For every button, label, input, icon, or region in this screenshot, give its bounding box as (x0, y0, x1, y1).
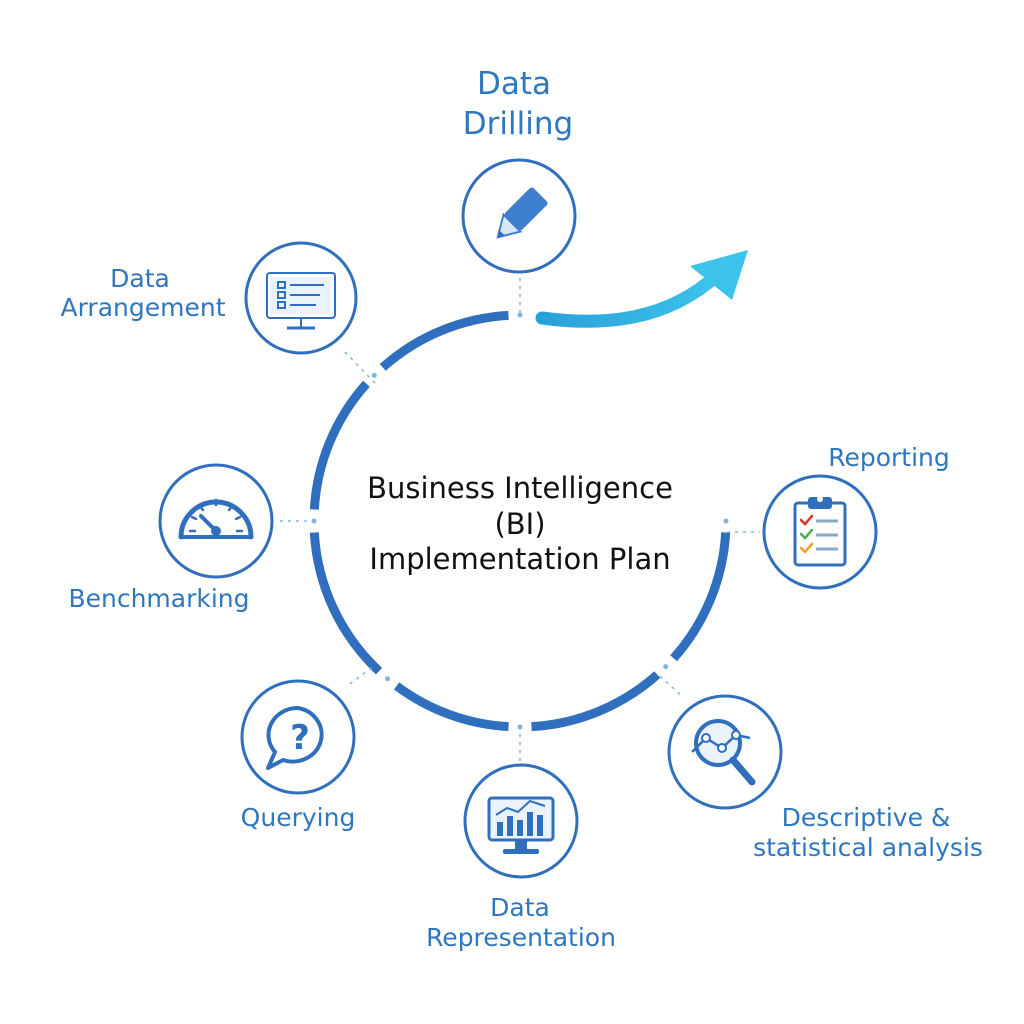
benchmarking-label: Benchmarking (68, 584, 249, 613)
ring-connectors (280, 278, 760, 762)
data-drilling-label-line1: Data (477, 66, 551, 102)
ring-segment (309, 380, 370, 510)
ring-segment (670, 532, 731, 662)
monitor-list-icon (266, 272, 336, 330)
data-arrangement-label-line2: Arrangement (60, 293, 225, 322)
descriptive-analysis-label-line1: Descriptive & (782, 803, 951, 832)
ring-gap-dot (371, 372, 377, 378)
center-title-line2: (BI) (494, 507, 545, 541)
step-data-representation: Data Representation (426, 763, 616, 952)
ring-gap-dot (663, 664, 669, 670)
magnifier-chart-icon (691, 719, 756, 786)
ring-segment (379, 310, 509, 371)
ring-segment (393, 682, 509, 732)
center-title-line3: Implementation Plan (369, 542, 670, 576)
svg-text:?: ? (290, 718, 310, 758)
center-title-line1: Business Intelligence (367, 471, 673, 505)
center-title: Business Intelligence (BI) Implementatio… (367, 471, 673, 576)
data-drilling-label-line2: Drilling (463, 106, 573, 142)
ring-segment (309, 532, 383, 675)
gauge-icon (178, 498, 254, 540)
ring-segment (531, 671, 661, 732)
data-representation-label-line2: Representation (426, 923, 616, 952)
ring-gap-dot (385, 676, 391, 682)
ring-gap-dot (517, 312, 523, 318)
cycle-ring (309, 310, 731, 732)
step-reporting: Reporting (762, 443, 950, 590)
ring-gap-dot (723, 518, 729, 524)
step-data-arrangement: Data Arrangement (60, 241, 358, 355)
benchmarking-node (158, 463, 274, 579)
data-representation-label-line1: Data (490, 893, 550, 922)
outgoing-arrow (535, 250, 748, 328)
pencil-icon (496, 187, 548, 239)
data-arrangement-label-line1: Data (110, 264, 170, 293)
descriptive-analysis-label-line2: statistical analysis (753, 833, 983, 862)
step-benchmarking: Benchmarking (68, 463, 274, 613)
querying-label: Querying (241, 803, 356, 832)
step-querying: ? Querying (240, 679, 356, 832)
monitor-bar-chart-icon (487, 796, 555, 854)
reporting-label: Reporting (828, 443, 950, 472)
clipboard-checklist-icon (793, 496, 847, 567)
step-data-drilling: Data Drilling (461, 66, 577, 274)
step-descriptive-analysis: Descriptive & statistical analysis (667, 694, 983, 862)
question-bubble-icon: ? (266, 705, 324, 770)
